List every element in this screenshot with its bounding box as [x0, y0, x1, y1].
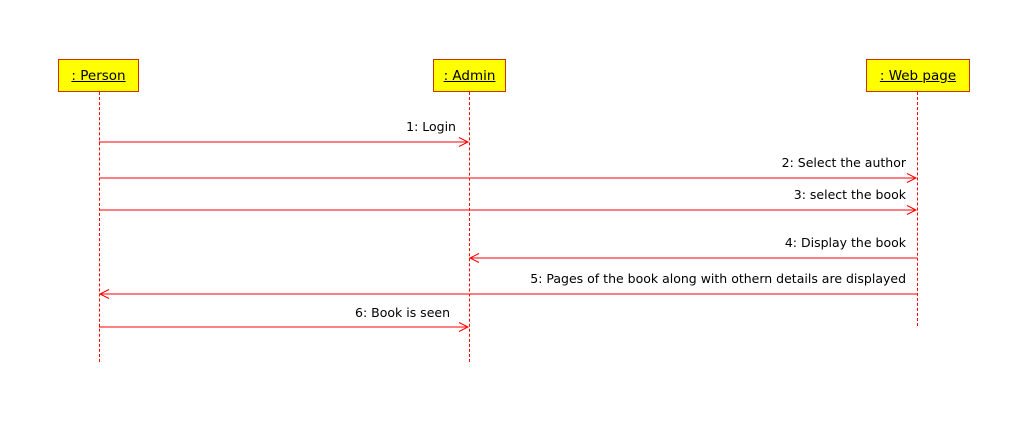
actor-web-page: : Web page — [866, 59, 970, 92]
message-arrow-2 — [99, 173, 918, 183]
message-arrow-6 — [99, 322, 470, 332]
message-label-4: 4: Display the book — [784, 235, 906, 250]
message-label-1: 1: Login — [406, 119, 456, 134]
message-arrow-1 — [99, 137, 470, 147]
lifeline-person — [99, 92, 100, 362]
message-label-6: 6: Book is seen — [355, 305, 450, 320]
lifeline-web-page — [917, 92, 918, 326]
message-label-3: 3: select the book — [793, 187, 906, 202]
actor-person: : Person — [58, 59, 139, 92]
message-arrow-3 — [99, 205, 918, 215]
message-arrow-5 — [98, 289, 917, 299]
message-label-2: 2: Select the author — [781, 155, 906, 170]
message-arrow-4 — [468, 253, 917, 263]
lifeline-admin — [469, 92, 470, 362]
actor-admin: : Admin — [433, 59, 506, 92]
message-label-5: 5: Pages of the book along with othern d… — [530, 271, 906, 286]
